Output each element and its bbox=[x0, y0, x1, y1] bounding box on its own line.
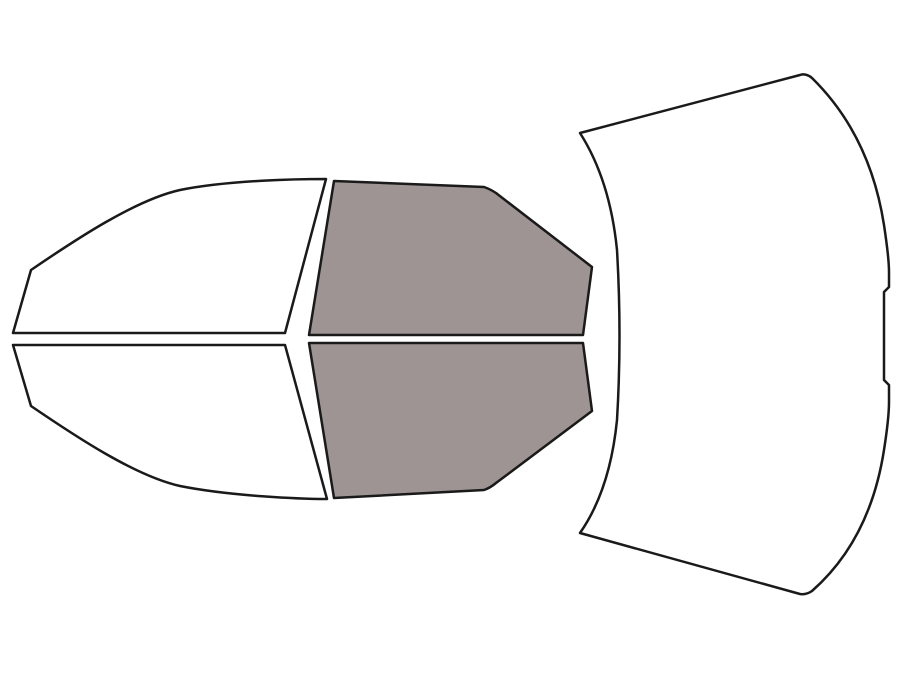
rear-passenger-window[interactable] bbox=[307, 341, 594, 500]
front-passenger-window[interactable] bbox=[11, 343, 329, 501]
rear-windshield[interactable] bbox=[578, 73, 891, 596]
front-driver-window[interactable] bbox=[11, 177, 328, 335]
rear-driver-window[interactable] bbox=[307, 179, 594, 337]
